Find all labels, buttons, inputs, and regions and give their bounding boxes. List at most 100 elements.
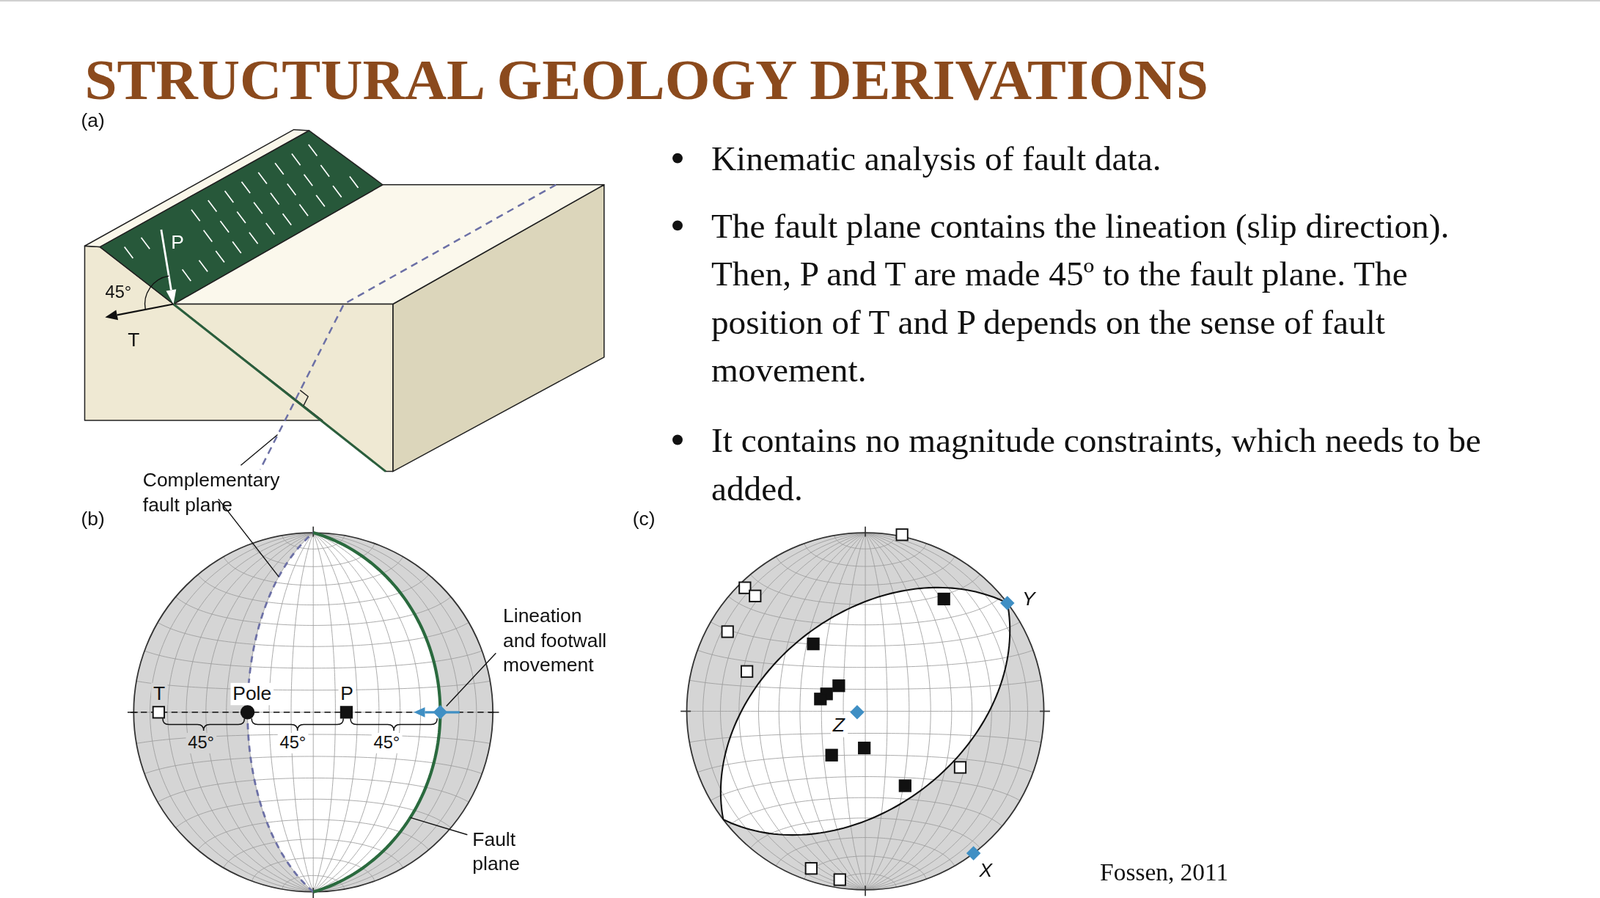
- angle-label: 45°: [185, 732, 216, 753]
- slip-lineation: [198, 260, 208, 273]
- axis-letter: P: [170, 231, 185, 254]
- bullet-text: Kinematic analysis of fault data.: [711, 134, 1518, 183]
- p-axis-marker: [832, 679, 844, 691]
- axis-letter: X: [978, 858, 993, 881]
- complementary-fault-trace: [260, 184, 557, 470]
- small-circle-grid: [834, 873, 897, 887]
- small-circle-grid: [775, 837, 955, 866]
- panel-letter: (c): [632, 508, 656, 531]
- slide-title: STRUCTURAL GEOLOGY DERIVATIONS: [85, 47, 1209, 111]
- slip-lineation: [141, 237, 151, 250]
- stereonet: [127, 498, 500, 898]
- angle-arc: [145, 275, 170, 310]
- small-circle-grid: [689, 679, 1042, 689]
- nodal-plane: [723, 602, 1010, 835]
- t-axis-marker: [741, 665, 753, 677]
- net-tick: [1039, 710, 1051, 713]
- p-arrow: [161, 229, 172, 290]
- bullet-dot: [672, 153, 683, 164]
- bullet-dot: [672, 219, 683, 231]
- slip-lineation: [249, 232, 259, 245]
- axis-diamond: [849, 704, 864, 719]
- small-circle-grid: [223, 838, 404, 868]
- slip-lineation: [308, 144, 318, 157]
- small-circle-grid: [750, 817, 981, 848]
- slip-lineation: [287, 183, 297, 196]
- angle-label: 45°: [371, 732, 402, 753]
- callout-label: Complementary fault plane: [142, 467, 281, 517]
- movement-arrow-head: [413, 706, 425, 718]
- axis-letter: Y: [1022, 587, 1036, 610]
- small-circle-grid: [697, 754, 1034, 772]
- slip-lineation: [208, 200, 218, 212]
- slip-lineation: [225, 190, 234, 203]
- net-shaded-field: [687, 532, 1045, 890]
- axis-letter: Z: [830, 714, 847, 737]
- t-axis-marker: [896, 528, 908, 540]
- small-circle-grid: [197, 819, 429, 850]
- panel-letter: (a): [80, 109, 105, 132]
- slip-lineation: [349, 176, 359, 189]
- angle-brace: [162, 717, 245, 731]
- slip-lineation: [266, 222, 275, 235]
- slip-lineation: [191, 209, 201, 222]
- bullet-dot: [672, 434, 683, 446]
- bullet-text: It contains no magnitude constraints, wh…: [711, 415, 1518, 512]
- slip-lineation: [304, 174, 314, 187]
- top-rule: [0, 0, 1600, 2]
- source-citation: Fossen, 2011: [1099, 856, 1229, 888]
- p-axis-marker: [807, 637, 819, 649]
- p-axis-marker: [938, 593, 950, 605]
- axis-letter: T: [151, 682, 168, 705]
- t-axis-marker: [153, 706, 165, 718]
- slip-lineation: [236, 211, 246, 223]
- axis-diamond: [966, 845, 981, 860]
- slip-lineation: [332, 185, 342, 198]
- axis-letter: P: [338, 682, 356, 705]
- small-circle-grid: [834, 535, 897, 549]
- p-axis-marker: [858, 742, 870, 754]
- panel-letter: (b): [80, 508, 105, 531]
- slip-lineation: [182, 269, 192, 281]
- primitive-circle: [687, 532, 1045, 890]
- slip-lineation: [291, 153, 301, 166]
- angle-label: 45°: [277, 732, 308, 753]
- t-axis-marker: [749, 590, 761, 602]
- p-axis-marker: [814, 692, 826, 704]
- t-axis-marker: [722, 625, 734, 637]
- pole-label: Pole: [230, 682, 273, 705]
- net-tick: [864, 885, 866, 896]
- t-arrow-head: [104, 310, 119, 321]
- slip-lineation: [219, 220, 229, 233]
- axis-diamond: [433, 704, 448, 719]
- p-arrow-head: [166, 288, 177, 304]
- p-axis-marker: [340, 706, 352, 718]
- angle-label: 45°: [105, 283, 132, 303]
- slip-lineation: [299, 204, 308, 217]
- axis-diamond: [1000, 595, 1015, 610]
- slip-lineation: [232, 241, 242, 253]
- callout-label: Lineation and footwall movement: [503, 603, 614, 677]
- slip-lineation: [253, 202, 263, 215]
- callout-label: Fault plane: [472, 827, 520, 877]
- p-axis-marker: [825, 749, 837, 761]
- net-tick: [680, 710, 691, 713]
- small-circle-grid: [697, 649, 1034, 667]
- angle-brace: [350, 717, 438, 731]
- t-axis-marker: [954, 761, 966, 773]
- leader-line: [446, 652, 497, 706]
- block-diagram: [85, 129, 605, 472]
- small-circle-grid: [710, 621, 1020, 647]
- small-circle-grid: [223, 556, 404, 586]
- fault-surface: [99, 130, 383, 304]
- leader-line: [410, 816, 468, 834]
- small-circle-grid: [197, 574, 429, 605]
- slip-lineation: [283, 213, 292, 226]
- slip-lineation: [274, 162, 284, 175]
- angle-brace: [251, 717, 344, 731]
- net-tick: [864, 526, 866, 537]
- slip-lineation: [203, 230, 213, 242]
- bullet-text: The fault plane contains the lineation (…: [711, 201, 1518, 394]
- leader-line: [240, 434, 278, 466]
